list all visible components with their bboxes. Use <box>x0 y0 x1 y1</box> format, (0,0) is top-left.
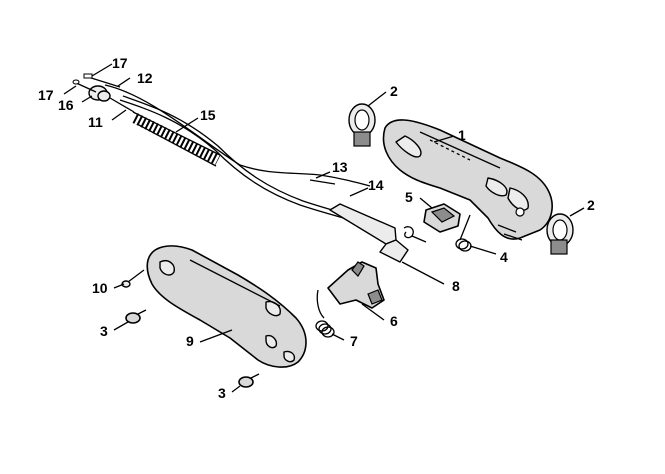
callout-12: 12 <box>137 70 153 86</box>
part-2-clamp-lower <box>546 213 574 255</box>
callout-9: 9 <box>186 333 194 349</box>
callout-4: 4 <box>500 249 508 265</box>
part-1-handle-housing <box>382 119 553 241</box>
part-5-stop-switch <box>423 203 461 233</box>
callout-17-left: 17 <box>38 87 54 103</box>
callout-15: 15 <box>200 107 216 123</box>
part-7-spring <box>315 320 335 338</box>
callout-1: 1 <box>458 127 466 143</box>
part-2-clamp-upper <box>348 103 376 147</box>
callout-6: 6 <box>390 313 398 329</box>
part-6-lock-lever <box>316 261 385 319</box>
part-10-screw <box>121 269 145 288</box>
callout-7: 7 <box>350 333 358 349</box>
part-14-throttle-trigger <box>329 203 427 263</box>
part-9-handle-shell <box>146 245 307 368</box>
callout-8: 8 <box>452 278 460 294</box>
callout-13: 13 <box>332 159 348 175</box>
callout-2-lower: 2 <box>587 197 595 213</box>
leader-lines <box>63 63 585 393</box>
part-3-screw-lower <box>238 373 260 388</box>
part-11-cable-end <box>109 97 135 113</box>
coil-sleeve <box>132 113 221 165</box>
callout-5: 5 <box>405 189 413 205</box>
part-17-terminal-lug <box>72 79 97 93</box>
callout-17-top: 17 <box>112 55 128 71</box>
callout-labels: 17 12 17 16 11 15 2 1 13 14 5 2 4 8 6 7 … <box>38 55 595 401</box>
callout-2-upper: 2 <box>390 83 398 99</box>
callout-11: 11 <box>88 114 103 130</box>
callout-14: 14 <box>368 177 384 193</box>
callout-10: 10 <box>92 280 108 296</box>
callout-3-lower: 3 <box>218 385 226 401</box>
part-13-ground-wire <box>104 84 371 187</box>
part-12-wire-terminal <box>83 73 121 88</box>
callout-3-upper: 3 <box>100 323 108 339</box>
part-16-cable-grommet <box>88 85 111 102</box>
callout-16: 16 <box>58 97 74 113</box>
part-3-screw-upper <box>125 309 147 324</box>
